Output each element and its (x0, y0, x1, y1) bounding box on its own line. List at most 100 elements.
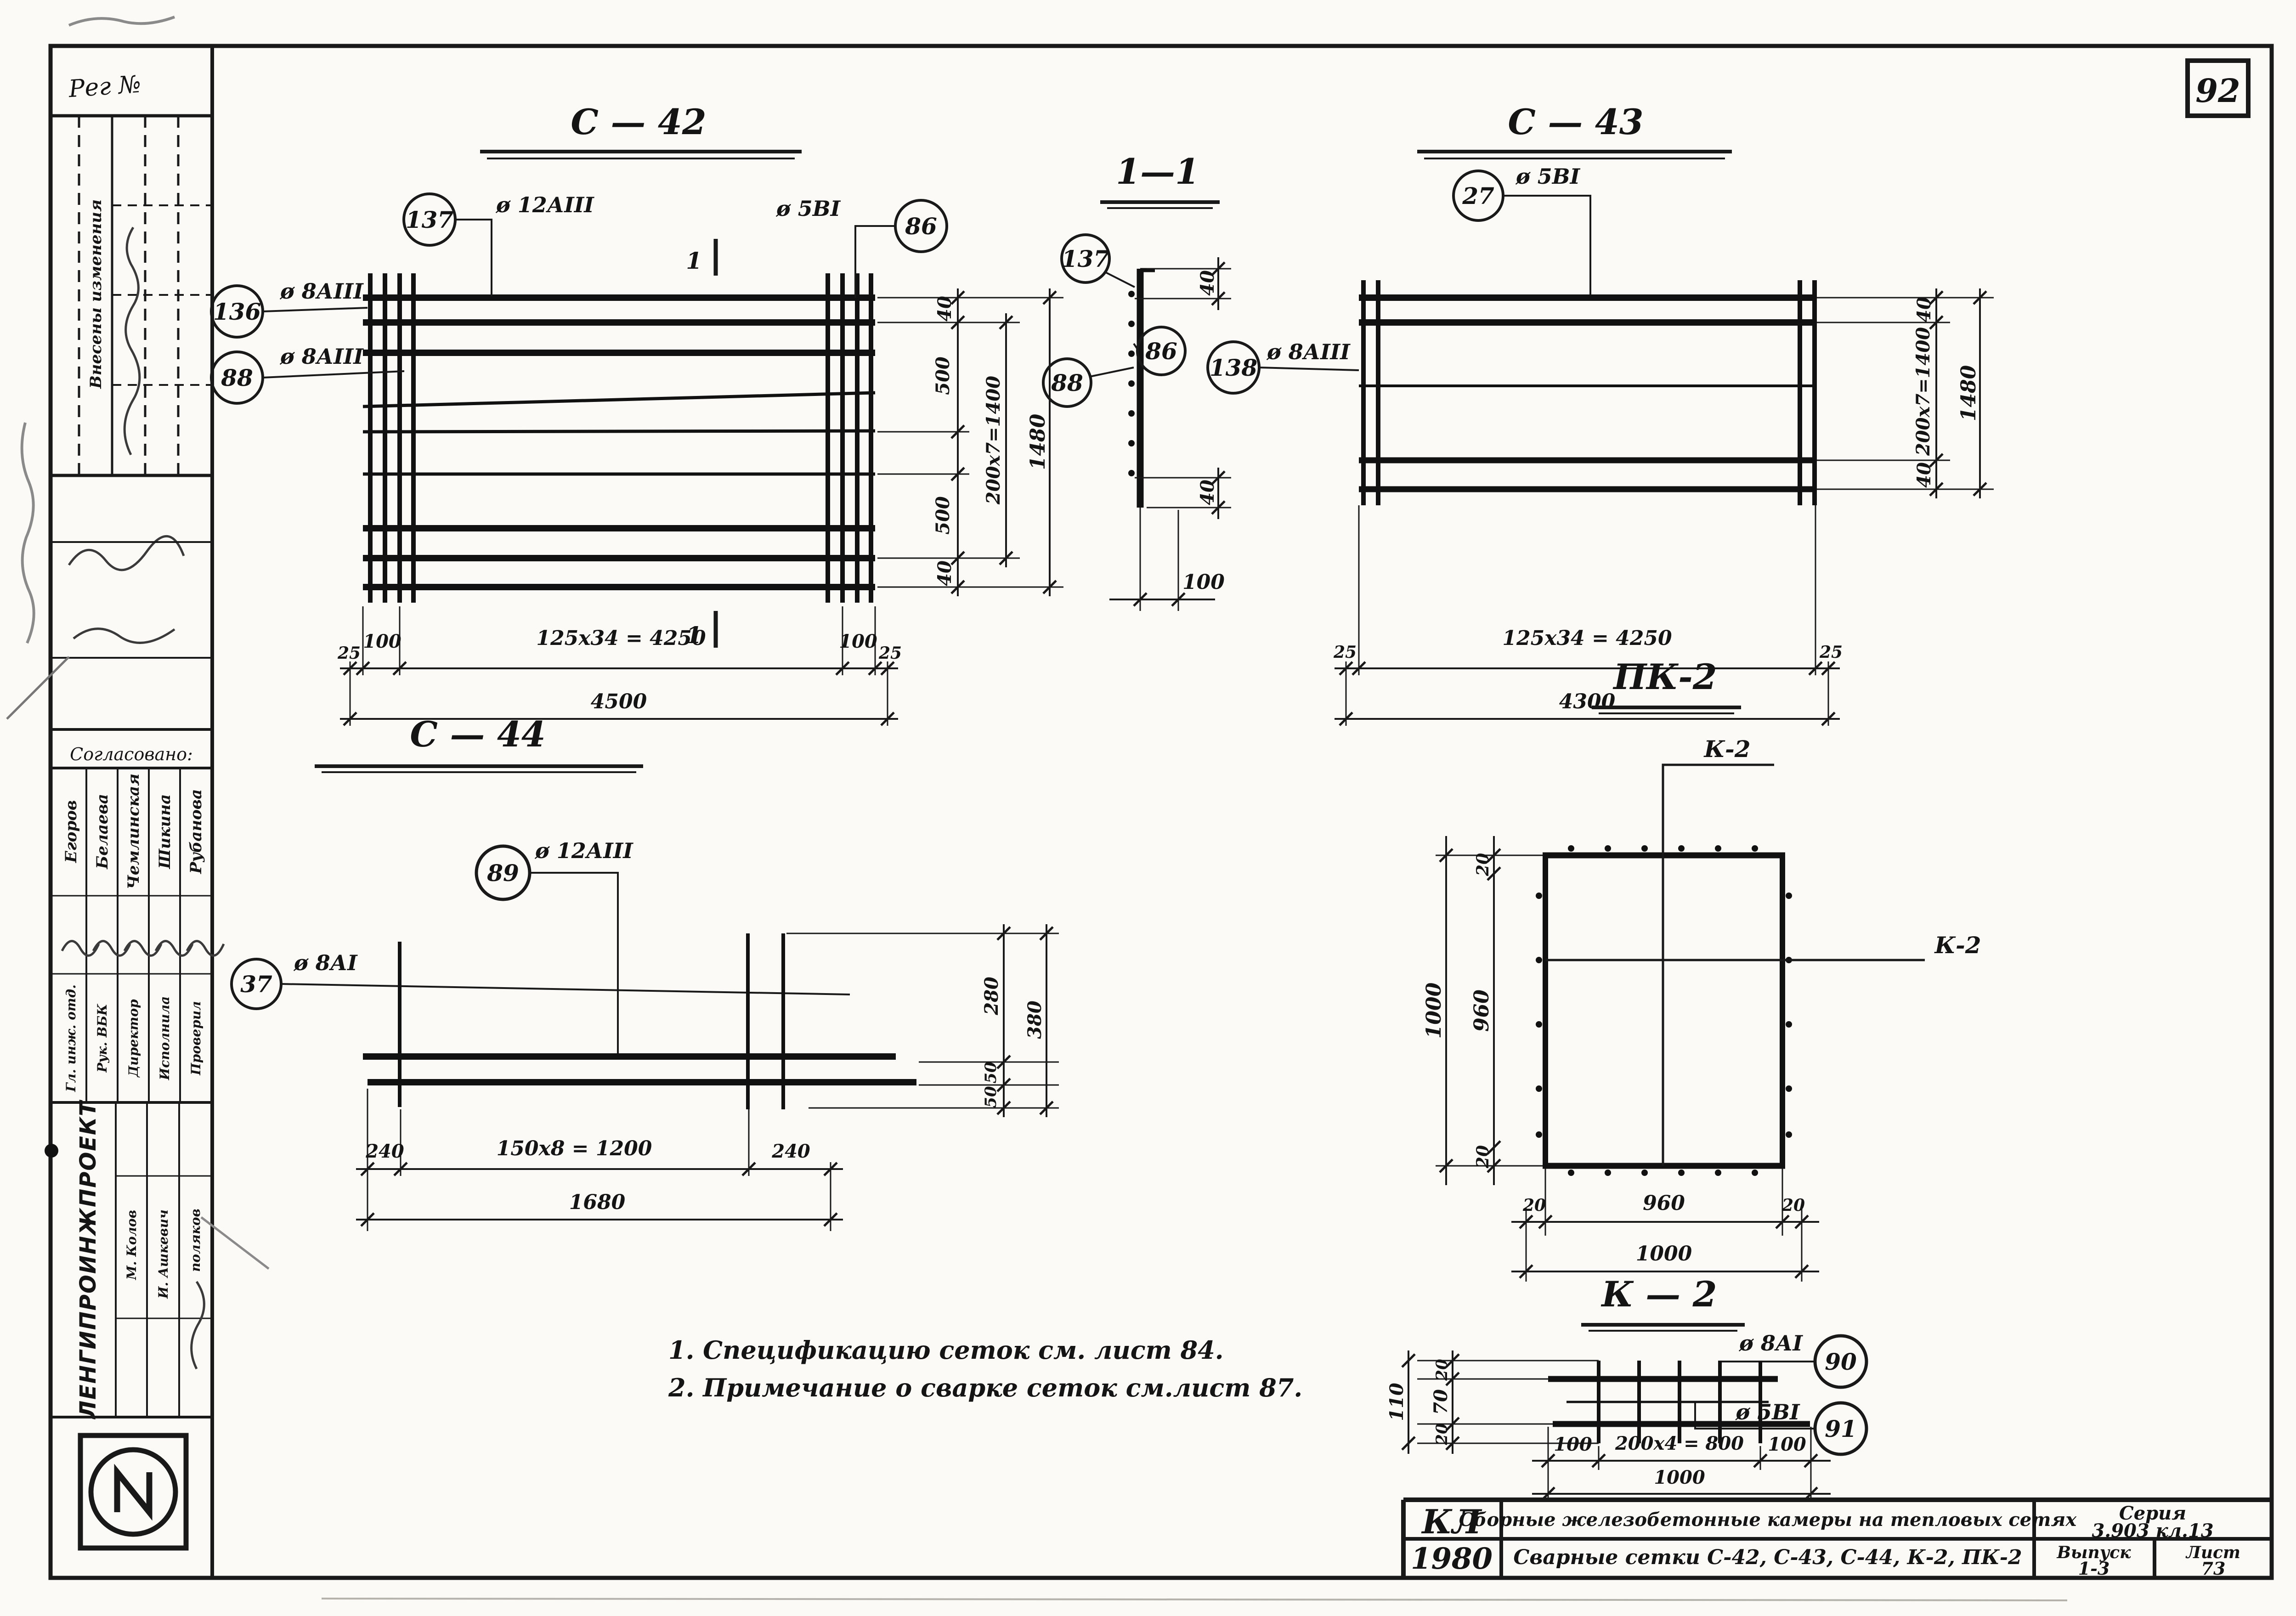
dim-40-bottom: 40 (1135, 468, 1231, 519)
issue-label: Выпуск (2056, 1543, 2131, 1562)
dim-100-base: 100 (1109, 508, 1225, 611)
dim-total: 4300 (1559, 690, 1616, 713)
dim-total: 1000 (1636, 1242, 1692, 1266)
notes: 1. Спецификацию сеток см. лист 84. 2. Пр… (668, 1335, 1302, 1402)
svg-text:100: 100 (1182, 571, 1225, 594)
drawing-title: К — 2 (1601, 1274, 1717, 1315)
svg-text:138: 138 (1210, 354, 1257, 381)
pencil-note (68, 16, 175, 27)
svg-text:89: 89 (486, 859, 519, 887)
callout-37: 37 ø 8АI (230, 950, 850, 1010)
svg-text:200х4 = 800: 200х4 = 800 (1615, 1433, 1744, 1454)
signer-name: Рубанова (187, 789, 205, 874)
svg-text:136: 136 (213, 298, 261, 325)
dim-bottom: 240 150х8 = 1200 240 1680 (356, 1089, 843, 1231)
callout-136: 136 ø 8АIII (210, 279, 368, 339)
svg-text:125х34 = 4250: 125х34 = 4250 (536, 627, 706, 650)
dim-40-top: 40 (1135, 257, 1231, 310)
svg-text:50: 50 (982, 1086, 1000, 1108)
callout-89: 89 ø 12АIII (475, 838, 633, 1055)
signer-name: Белаева (93, 794, 112, 870)
svg-text:20: 20 (1522, 1196, 1546, 1215)
series-value: 3.903 кл.13 (2092, 1520, 2213, 1542)
drawing-title: С — 44 (410, 714, 545, 755)
drawing-section-1-1: 1—1 137 88 86 138 ø 8АIII (1042, 151, 1359, 611)
drawing-title: ПК-2 (1612, 656, 1717, 697)
pencil-slash (6, 656, 70, 720)
svg-text:200х7=1400: 200х7=1400 (1912, 327, 1934, 456)
svg-text:100: 100 (839, 631, 877, 652)
signer-role: Исполнила (157, 996, 172, 1080)
sheet-label: Лист (2185, 1543, 2240, 1562)
pencil-note (20, 422, 35, 644)
sidebar-signatures (51, 535, 212, 731)
mesh-bars (362, 273, 876, 603)
dim-right: 280 50 50 380 (786, 924, 1059, 1117)
sidebar-signers: Егоров Белаева Чемлинская Шикина Рубанов… (51, 768, 225, 1104)
staff-name: поляков (188, 1209, 203, 1272)
rebar-spec: ø 5ВI (1735, 1400, 1800, 1424)
svg-text:1: 1 (686, 247, 702, 274)
svg-text:500: 500 (932, 496, 954, 535)
ink-blot (45, 1144, 58, 1158)
svg-text:40: 40 (1913, 297, 1935, 322)
svg-text:100: 100 (1768, 1434, 1806, 1455)
sheet-title: Сварные сетки С-42, С-43, С-44, К-2, ПК-… (1513, 1546, 2022, 1569)
svg-text:125х34 = 4250: 125х34 = 4250 (1502, 627, 1672, 650)
signer-name: Чемлинская (124, 774, 143, 889)
dim-right: 40 200х7=1400 40 1480 (1817, 288, 1994, 498)
svg-text:25: 25 (1819, 643, 1843, 662)
org-code: КЛ (1421, 1502, 1482, 1541)
section-mark: 1 1 (686, 239, 718, 649)
signer-role: Гл. инж. отд. (63, 984, 79, 1092)
dim-total: 1680 (569, 1191, 626, 1214)
drawing-title: 1—1 (1116, 151, 1199, 192)
logo-monogram (114, 1463, 153, 1521)
svg-text:500: 500 (932, 356, 954, 395)
svg-text:50: 50 (982, 1062, 1000, 1084)
svg-text:100: 100 (363, 631, 402, 652)
dim-total: 1000 (1654, 1467, 1705, 1488)
dim-bottom: 25 125х34 = 4250 25 4300 (1333, 505, 1843, 726)
callout-138: 138 ø 8АIII (1206, 339, 1359, 395)
svg-text:25: 25 (1333, 643, 1357, 662)
svg-text:40: 40 (1197, 480, 1218, 505)
callout-86: 86 (1133, 326, 1187, 376)
svg-text:240: 240 (365, 1141, 404, 1162)
year: 1980 (1411, 1542, 1493, 1576)
drawing-pk2: ПК-2 К-2 К-2 (1422, 656, 1981, 1282)
dim-total: 110 (1386, 1383, 1408, 1421)
svg-text:20: 20 (1473, 853, 1493, 876)
svg-text:960: 960 (1643, 1192, 1685, 1215)
drawing-c43: С — 43 27 ø 5ВI 40 (1333, 102, 1994, 726)
svg-text:70: 70 (1430, 1389, 1452, 1415)
svg-text:86: 86 (905, 213, 937, 240)
staff-name: И. Ашкевич (156, 1209, 171, 1299)
rebar-spec: ø 8АIII (279, 279, 364, 304)
svg-text:200х7=1400: 200х7=1400 (983, 376, 1004, 505)
drawing-title: С — 42 (571, 102, 706, 142)
sidebar: Рег № Внесены изменения Согласовано: (6, 16, 270, 1551)
callout-86: 86 ø 5ВI (775, 196, 948, 298)
section-wire-dots (1128, 291, 1135, 476)
pencil-slash (200, 1216, 270, 1270)
mesh-square: К-2 К-2 (1536, 735, 1981, 1176)
dim-right: 40 500 500 40 200х7=1400 1480 (877, 288, 1063, 596)
callout-27: 27 ø 5ВI (1452, 164, 1591, 295)
svg-text:960: 960 (1470, 989, 1493, 1032)
svg-text:20: 20 (1433, 1359, 1451, 1381)
svg-text:150х8 = 1200: 150х8 = 1200 (497, 1137, 652, 1160)
signer-role: Директор (126, 999, 141, 1078)
callout-88: 88 (1042, 357, 1134, 408)
sidebar-changes-table: Внесены изменения (51, 116, 212, 477)
rebar-spec: ø 5ВI (775, 196, 841, 221)
svg-text:20: 20 (1781, 1196, 1805, 1215)
rebar-spec: ø 5ВI (1515, 164, 1581, 189)
svg-text:25: 25 (337, 644, 361, 663)
svg-text:86: 86 (1145, 338, 1177, 365)
svg-text:1: 1 (686, 622, 702, 649)
sheet-number: 73 (2201, 1558, 2226, 1579)
callout-137: 137 ø 12АIII (402, 192, 594, 296)
callout-137: 137 (1060, 233, 1135, 288)
svg-text:137: 137 (1062, 245, 1110, 272)
